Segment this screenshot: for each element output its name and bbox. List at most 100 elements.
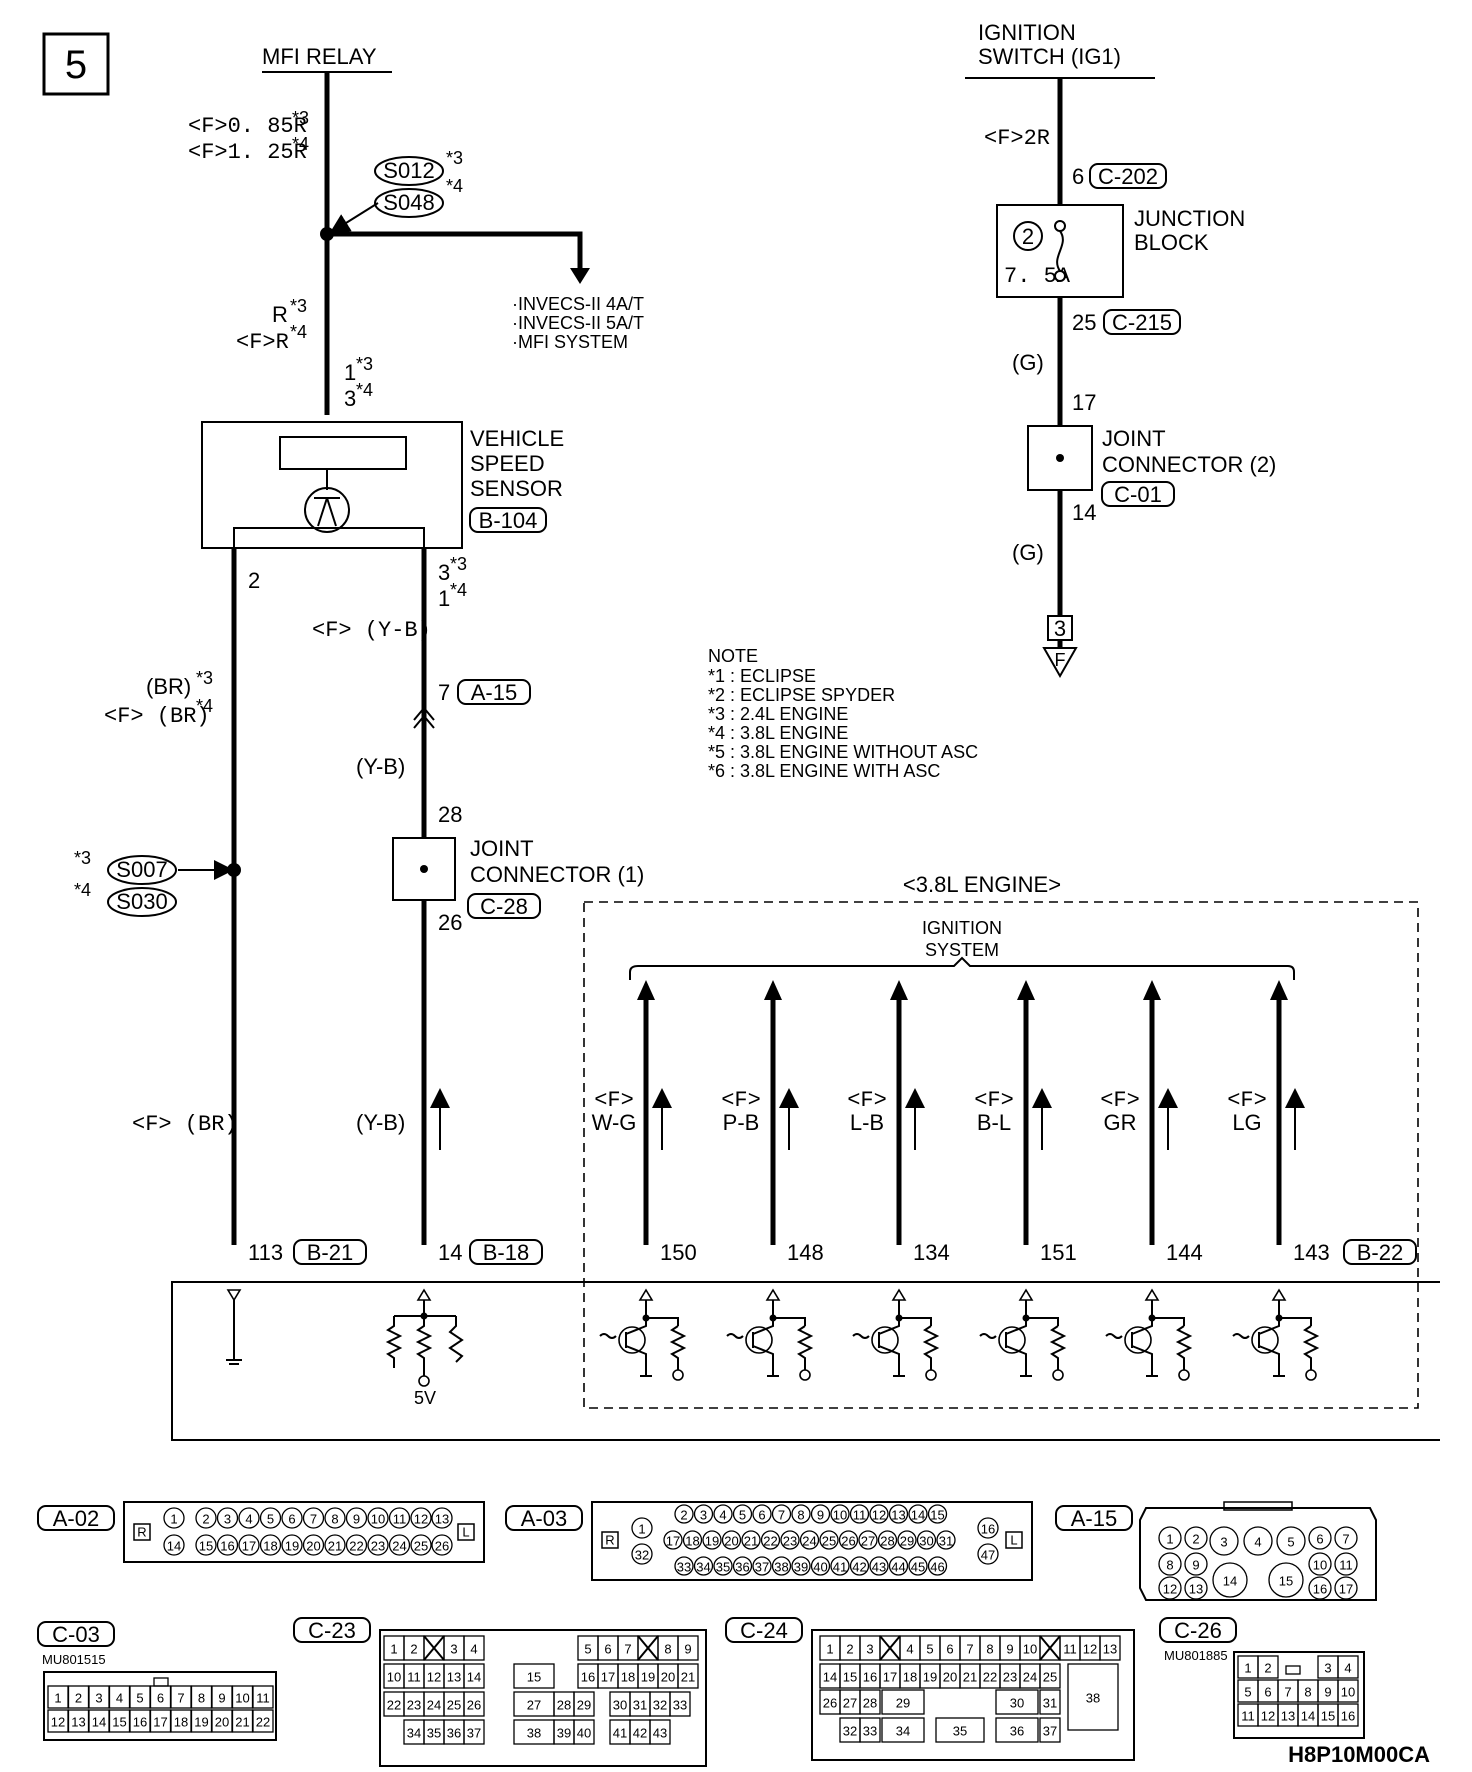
pin-number: 8 [1166, 1558, 1173, 1573]
pin-number: 31 [939, 1534, 953, 1549]
pin-number: 8 [331, 1512, 338, 1527]
pin-number: 40 [813, 1560, 827, 1575]
pin-number: 2 [1192, 1532, 1199, 1547]
pin-number: 27 [861, 1534, 875, 1549]
pin-number: 2 [680, 1508, 687, 1523]
pin-number: 3 [700, 1508, 707, 1523]
pin-number: 32 [653, 1698, 667, 1713]
jc1-label: CONNECTOR (1) [470, 862, 644, 887]
pin-number: 41 [613, 1726, 627, 1741]
pin-number: 1 [390, 1642, 397, 1657]
note-title: NOTE [708, 646, 758, 666]
yb-low-label: (Y-B) [356, 1110, 405, 1135]
pin-number: 8 [198, 1691, 205, 1706]
ignition-wire-group: <F>W-G150<F>P-B148<F>L-B134<F>B-L151<F>G… [592, 980, 1330, 1265]
connector-pin [1039, 1717, 1061, 1743]
connector-pin [780, 1530, 800, 1550]
connector-pin [259, 1507, 282, 1529]
connector-pin [760, 1530, 781, 1550]
pin-number: 38 [1086, 1691, 1100, 1706]
connector-pin [674, 1556, 694, 1576]
connector-pin [1337, 1679, 1359, 1703]
jc1-label: JOINT [470, 836, 534, 861]
pin-number: 3 [1324, 1661, 1331, 1676]
connector-pin [1158, 1526, 1182, 1550]
connector-id: C-24 [740, 1618, 788, 1643]
pin-number: 15 [1279, 1574, 1293, 1589]
pin-number: 18 [174, 1715, 188, 1730]
vss-connector-tag: B-104 [469, 507, 547, 533]
jb-pin-25: 25 [1072, 310, 1096, 335]
connector-pin [669, 1691, 691, 1717]
connector-pin [259, 1534, 282, 1556]
pin-number: 25 [822, 1534, 836, 1549]
pin-number: 6 [946, 1642, 953, 1657]
connector-pin [819, 1530, 839, 1550]
ignition-label: IGNITION [978, 20, 1076, 45]
connector-pin [693, 1504, 714, 1524]
pin-number: 16 [220, 1539, 234, 1554]
pin-number: 3 [1220, 1535, 1227, 1550]
splice-s030: S030 [107, 887, 177, 917]
jb-conn-top-tag: C-202 [1089, 163, 1167, 189]
pin-number: 21 [744, 1534, 758, 1549]
pin-number: 24 [392, 1539, 406, 1554]
pin-number: 16 [981, 1522, 995, 1537]
pin-number: 33 [863, 1724, 877, 1739]
fbr-low-label: <F> (BR) [132, 1112, 238, 1137]
connector-id: C-23 [308, 1618, 356, 1643]
connector-id: C-26 [1174, 1618, 1222, 1643]
pin-number: 2 [410, 1642, 417, 1657]
pin-number: 28 [863, 1696, 877, 1711]
pin-number: 19 [705, 1534, 719, 1549]
connector-pin [838, 1530, 859, 1550]
ignition-wire-arrow [637, 980, 655, 1000]
pin-number: 39 [794, 1560, 808, 1575]
pin-number: 6 [288, 1512, 295, 1527]
ignition-driver [599, 1288, 687, 1381]
connector-id: A-03 [521, 1506, 567, 1531]
connector-pin [463, 1635, 485, 1661]
ignition-system-brace [629, 956, 1295, 980]
connector-pin [888, 1504, 909, 1524]
pin-number: 4 [245, 1512, 252, 1527]
note-item: *3 : 2.4L ENGINE [708, 704, 848, 724]
a15-pin: 7 [438, 680, 450, 705]
connector-pin [849, 1504, 870, 1524]
joint-connector-1 [392, 837, 456, 901]
pin-number: 23 [407, 1698, 421, 1713]
connector-id: C-01 [1114, 482, 1162, 507]
pin-number: 21 [681, 1670, 695, 1685]
connector-pin [345, 1534, 368, 1556]
connector-pin [1257, 1655, 1279, 1679]
connector-pin [1334, 1552, 1358, 1576]
connector-pin [663, 1530, 683, 1550]
pin-number: 15 [843, 1670, 857, 1685]
connector-pin [799, 1530, 820, 1550]
connector-pin [752, 1504, 772, 1524]
connector-pin [1039, 1663, 1061, 1689]
pin-number: 11 [407, 1670, 421, 1685]
ignition-driver [1232, 1288, 1320, 1381]
ground-ref-letter: F [1055, 650, 1066, 670]
pin-number: 1 [826, 1642, 833, 1657]
pin-number: 18 [621, 1670, 635, 1685]
connector-pin [649, 1719, 671, 1745]
connector-id: B-21 [307, 1240, 353, 1265]
star-note: *4 [290, 322, 307, 342]
pin-number: 4 [470, 1642, 477, 1657]
pin-number: 25 [447, 1698, 461, 1713]
pin-number: 46 [930, 1560, 944, 1575]
pin-number: 22 [983, 1670, 997, 1685]
pin-number: 16 [863, 1670, 877, 1685]
pin-number: 9 [1006, 1642, 1013, 1657]
connector-pin [1308, 1552, 1332, 1576]
pin-number: 6 [758, 1508, 765, 1523]
pin-number: 35 [953, 1724, 967, 1739]
pin-number: 19 [923, 1670, 937, 1685]
ig-g-label: (G) [1012, 540, 1044, 565]
connector-pin [677, 1663, 699, 1689]
connector-pin [216, 1534, 239, 1556]
pin-number: 35 [716, 1560, 730, 1575]
